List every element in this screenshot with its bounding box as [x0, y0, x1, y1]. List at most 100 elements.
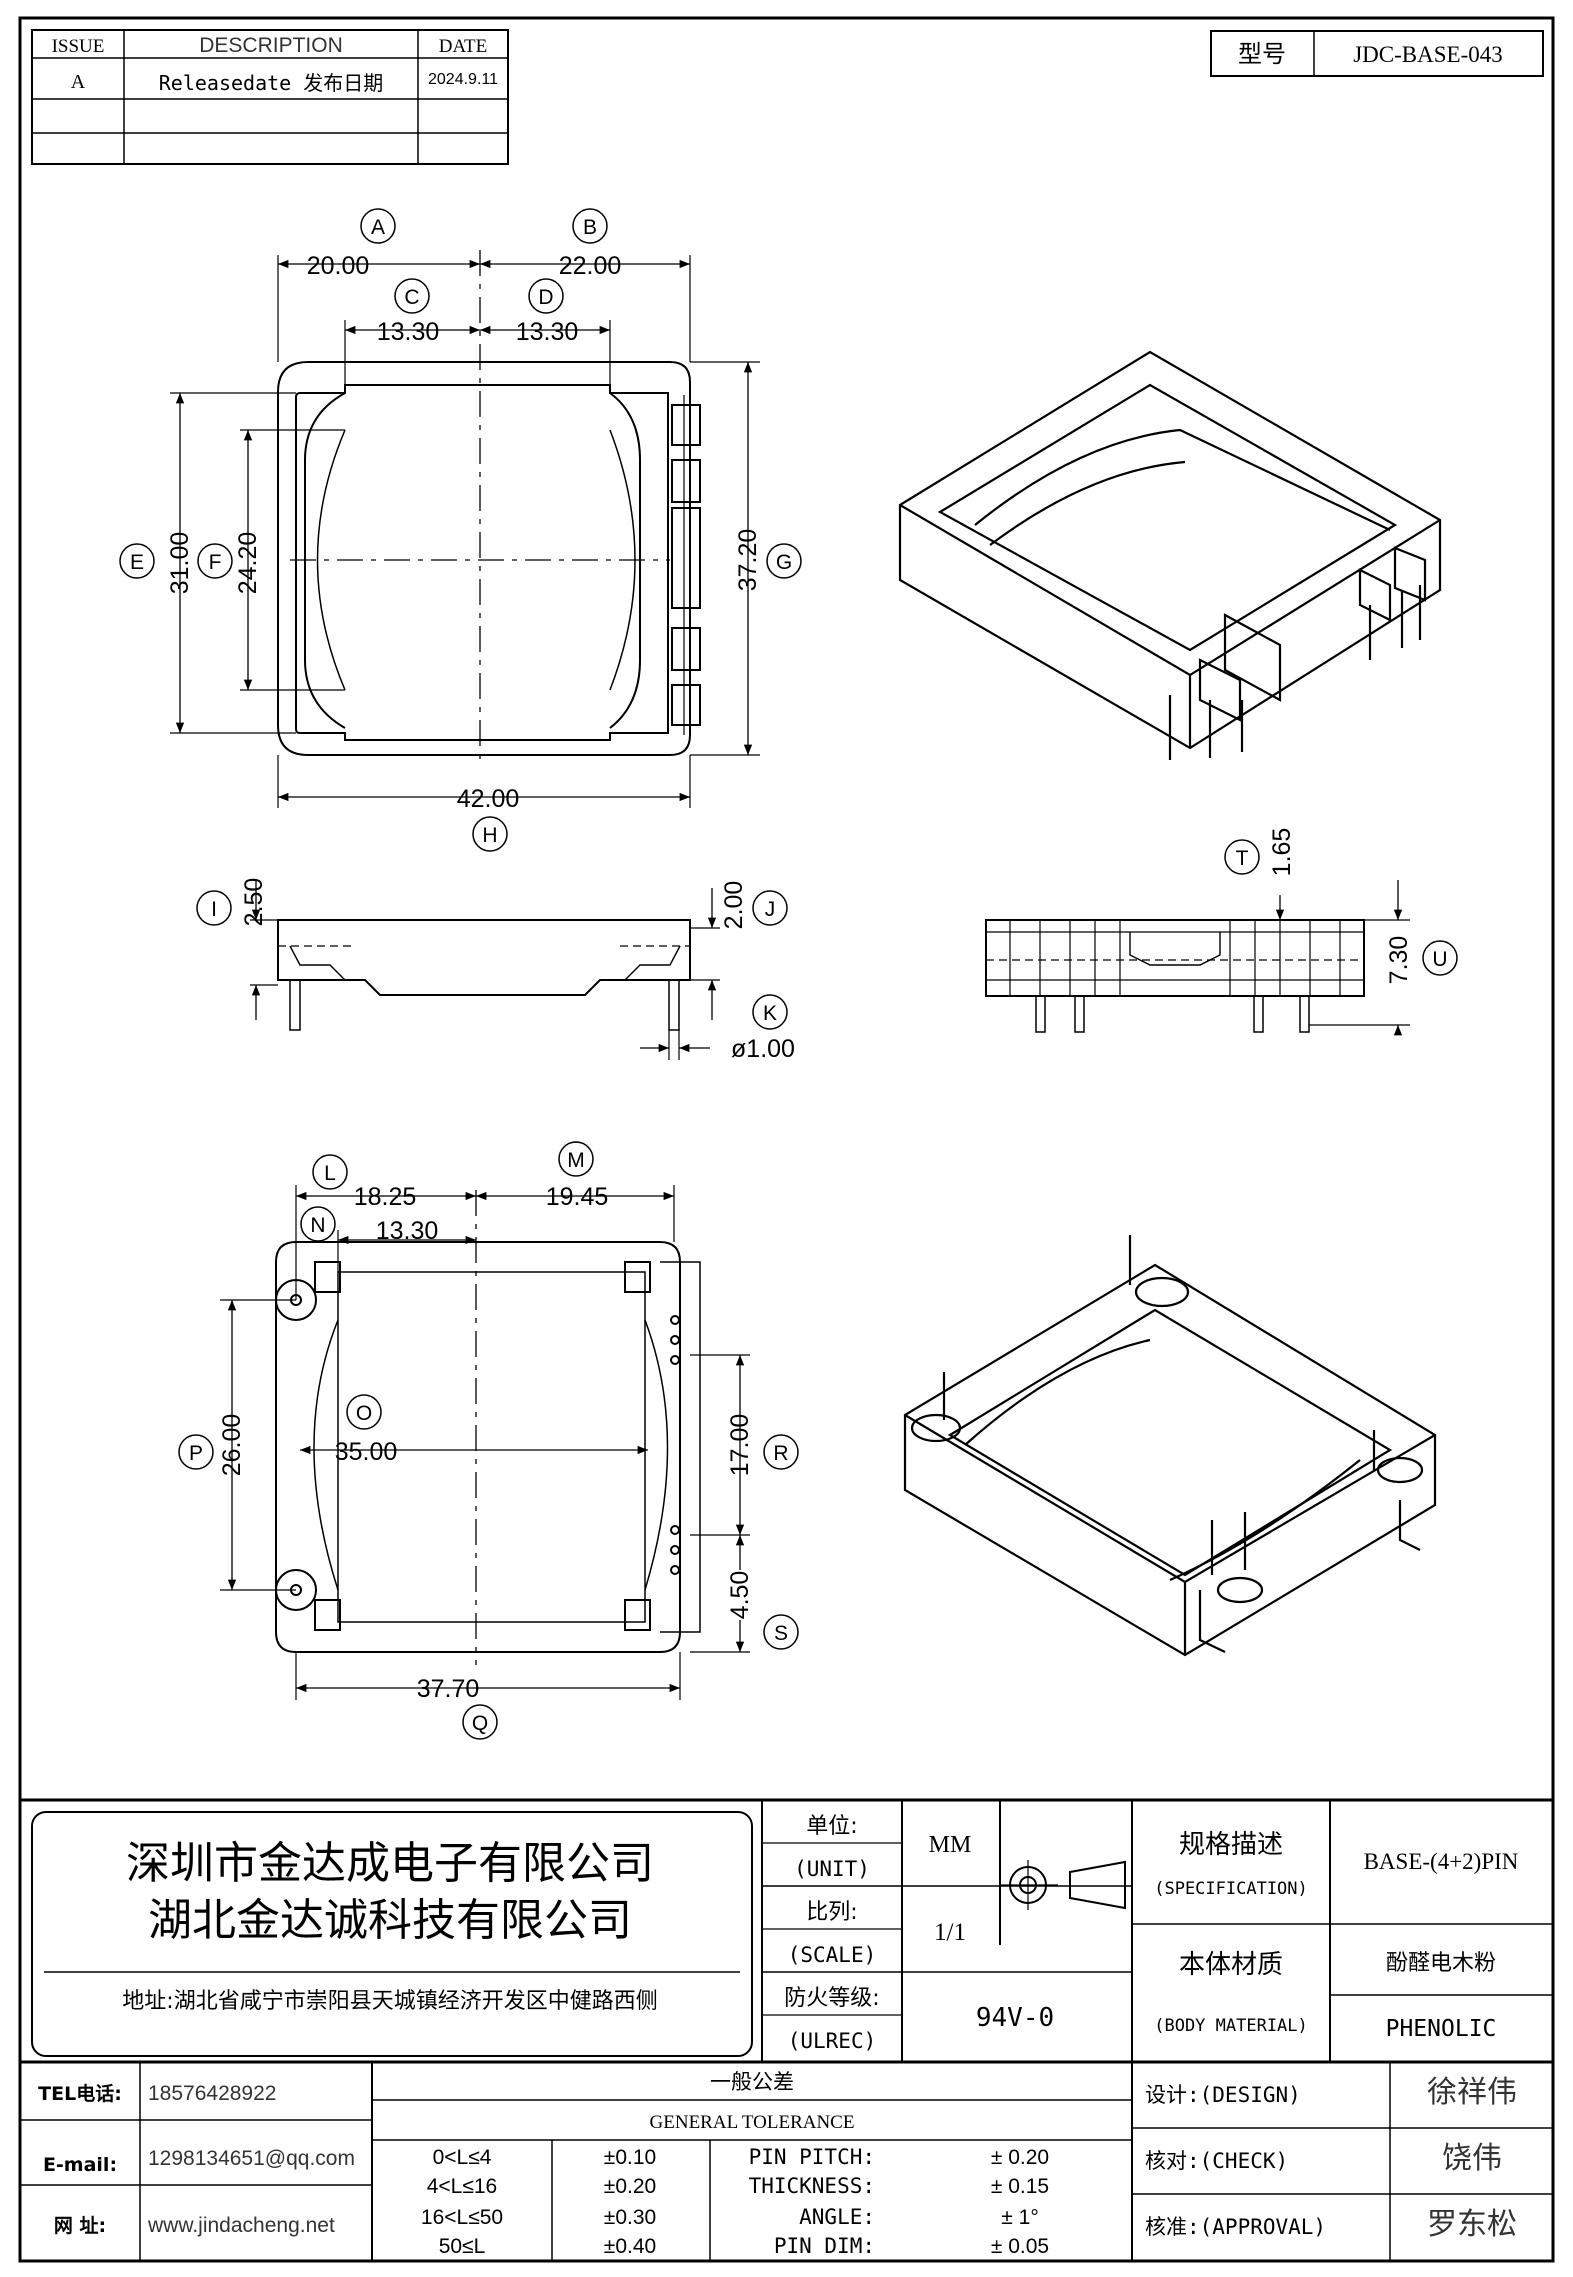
tel-label: TEL电话:	[38, 2082, 122, 2105]
material-value-en: PHENOLIC	[1386, 2016, 1497, 2042]
front-view	[985, 880, 1410, 1036]
revision-table: ISSUE DESCRIPTION DATE A Releasedate 发布日…	[31, 29, 509, 165]
side-view	[250, 880, 720, 1060]
balloon-t: T	[1236, 847, 1249, 870]
balloon-g: G	[776, 551, 792, 574]
tol-param-1: PIN PITCH:	[749, 2145, 875, 2169]
tol-range-4: 50≤L	[439, 2235, 486, 2258]
balloon-q: Q	[472, 1712, 488, 1735]
tolerance-title-en: GENERAL TOLERANCE	[650, 2112, 855, 2133]
tol-range-1: 0<L≤4	[433, 2146, 492, 2169]
balloon-i: I	[211, 898, 217, 921]
dim-a: 20.00	[307, 252, 370, 280]
tol-param-value-2: ± 0.15	[991, 2175, 1049, 2198]
balloon-h: H	[482, 824, 497, 847]
balloon-k: K	[763, 1002, 777, 1025]
tol-range-2: 4<L≤16	[427, 2175, 498, 2198]
dim-s: 4.50	[726, 1571, 754, 1620]
tol-range-3: 16<L≤50	[421, 2206, 503, 2229]
check-label: 核对:(CHECK)	[1145, 2149, 1288, 2173]
scale-cn: 比列:	[806, 1900, 857, 1925]
email-value: 1298134651@qq.com	[148, 2147, 355, 2170]
top-view	[170, 250, 760, 808]
isometric-top-view	[898, 350, 1442, 760]
scale-en: (SCALE)	[788, 1943, 877, 1967]
dim-r: 17.00	[726, 1414, 754, 1477]
dim-e: 31.00	[166, 532, 194, 595]
dim-t: 1.65	[1268, 828, 1296, 877]
tol-param-2: THICKNESS:	[749, 2174, 875, 2198]
balloon-f: F	[209, 551, 222, 574]
balloon-l: L	[324, 1162, 336, 1185]
model-label: 型号	[1238, 40, 1286, 68]
isometric-bottom-view	[903, 1235, 1437, 1657]
header-description: DESCRIPTION	[199, 34, 343, 57]
dim-f: 24.20	[234, 532, 262, 595]
balloon-s: S	[774, 1622, 788, 1645]
balloon-markers	[119, 208, 1458, 1740]
tolerance-block: 一般公差 GENERAL TOLERANCE 0<L≤4 ±0.10 PIN P…	[421, 2070, 1049, 2258]
design-label: 设计:(DESIGN)	[1145, 2083, 1301, 2107]
dim-b: 22.00	[559, 252, 622, 280]
dim-o: 26.00	[218, 1414, 246, 1477]
balloon-n: M	[567, 1149, 585, 1172]
spec-value: BASE-(4+2)PIN	[1364, 1849, 1519, 1874]
approval-block: 设计:(DESIGN) 徐祥伟 核对:(CHECK) 饶伟 核准:(APPROV…	[1145, 2075, 1517, 2242]
balloon-a: A	[371, 216, 385, 239]
web-label: 网 址:	[54, 2215, 106, 2237]
sheet-border	[18, 16, 1555, 2263]
web-value: www.jindacheng.net	[147, 2214, 335, 2237]
balloon-d: D	[538, 286, 553, 309]
material-cn: 本体材质	[1179, 1950, 1283, 1980]
dim-j: 2.00	[720, 881, 748, 930]
side-view-dims: 2.50 2.00 ø1.00	[240, 878, 795, 1063]
ulrec-en: (ULREC)	[788, 2029, 877, 2053]
balloon-letters: A B C D E F G H I J K T U L M N O P R S …	[130, 216, 1448, 1735]
scale-value: 1/1	[934, 1919, 966, 1946]
tol-value-4: ±0.40	[604, 2235, 656, 2258]
unit-en: (UNIT)	[794, 1857, 870, 1881]
spec-en: (SPECIFICATION)	[1154, 1879, 1308, 1899]
dim-c: 13.30	[377, 318, 440, 346]
header-issue: ISSUE	[52, 36, 105, 57]
tol-param-value-4: ± 0.05	[991, 2235, 1049, 2258]
company-block: 深圳市金达成电子有限公司 湖北金达诚科技有限公司 地址:湖北省咸宁市崇阳县天城镇…	[122, 1838, 657, 2014]
contact-block: TEL电话: 18576428922 E-mail: 1298134651@qq…	[38, 2082, 355, 2237]
material-value-cn: 酚醛电木粉	[1386, 1951, 1496, 1976]
material-en: (BODY MATERIAL)	[1154, 2016, 1308, 2036]
balloon-e: E	[130, 551, 144, 574]
bottom-view-dims: 18.25 19.45 13.30 26.00 35.00 17.00 4.50…	[218, 1183, 754, 1703]
ulrec-value: 94V-0	[976, 2003, 1054, 2033]
dim-u: 7.30	[1385, 936, 1413, 985]
model-box: 型号 JDC-BASE-043	[1210, 30, 1544, 77]
dim-g: 37.20	[734, 529, 762, 592]
balloon-j: J	[765, 898, 776, 921]
tol-value-3: ±0.30	[604, 2206, 656, 2229]
tol-param-3: ANGLE:	[799, 2205, 875, 2229]
tol-param-value-1: ± 0.20	[991, 2146, 1049, 2169]
unit-cn: 单位:	[806, 1814, 857, 1839]
balloon-u: U	[1432, 948, 1447, 971]
company-name-2: 湖北金达诚科技有限公司	[148, 1895, 632, 1946]
header-date: DATE	[439, 36, 488, 57]
company-address: 地址:湖北省咸宁市崇阳县天城镇经济开发区中健路西侧	[122, 1989, 657, 2014]
balloon-o: P	[189, 1442, 203, 1465]
company-name-1: 深圳市金达成电子有限公司	[126, 1838, 654, 1889]
bottom-view	[220, 1185, 750, 1700]
unit-value: MM	[929, 1832, 972, 1858]
design-name: 徐祥伟	[1427, 2075, 1517, 2110]
tolerance-title-cn: 一般公差	[710, 2070, 794, 2094]
balloon-c: C	[404, 286, 419, 309]
row-date: 2024.9.11	[428, 71, 498, 88]
ulrec-cn: 防火等级:	[784, 1986, 879, 2011]
tol-value-2: ±0.20	[604, 2175, 656, 2198]
dim-l: 18.25	[354, 1183, 417, 1211]
balloon-p: O	[356, 1402, 372, 1425]
model-value: JDC-BASE-043	[1353, 42, 1503, 67]
tol-param-value-3: ± 1°	[1001, 2206, 1038, 2229]
row-description: Releasedate 发布日期	[159, 71, 384, 95]
dim-n: 19.45	[546, 1183, 609, 1211]
tol-value-1: ±0.10	[604, 2146, 656, 2169]
dim-k: ø1.00	[731, 1035, 795, 1063]
